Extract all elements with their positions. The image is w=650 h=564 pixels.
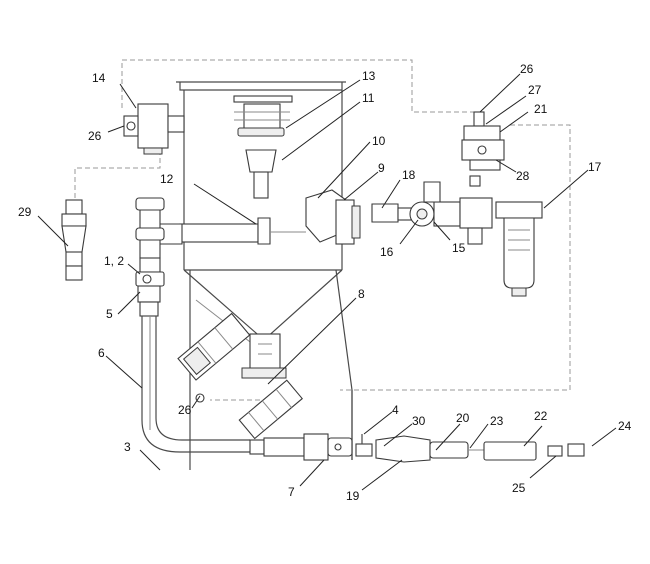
moisture-separator xyxy=(495,201,543,297)
callout-24: 24 xyxy=(618,419,632,433)
callout-20: 20 xyxy=(456,411,470,425)
regulator-assembly xyxy=(461,111,505,171)
callout-5: 5 xyxy=(106,307,113,321)
callout-9: 9 xyxy=(378,161,385,175)
callout-30: 30 xyxy=(412,414,426,428)
callout-27: 27 xyxy=(528,83,542,97)
callout-3: 3 xyxy=(124,440,131,454)
callout-22: 22 xyxy=(534,409,548,423)
callout-18: 18 xyxy=(402,168,416,182)
callout-10: 10 xyxy=(372,134,386,148)
callout-26-lower: 26 xyxy=(178,403,192,417)
callout-28: 28 xyxy=(516,169,530,183)
callout-21: 21 xyxy=(534,102,548,116)
callout-14: 14 xyxy=(92,71,106,85)
callout-1-2: 1, 2 xyxy=(104,254,124,268)
callout-19: 19 xyxy=(346,489,360,503)
callout-26-top-right: 26 xyxy=(520,62,534,76)
callout-8: 8 xyxy=(358,287,365,301)
callout-23: 23 xyxy=(490,414,504,428)
callout-26-top-left: 26 xyxy=(88,129,102,143)
inlet-pipe xyxy=(135,197,271,259)
callout-11: 11 xyxy=(362,91,375,105)
callout-17: 17 xyxy=(588,160,602,174)
pressure-device xyxy=(123,103,185,155)
callout-7: 7 xyxy=(288,485,295,499)
callout-29: 29 xyxy=(18,205,32,219)
pop-up-valve-assembly xyxy=(233,95,293,199)
dashed-air-lines xyxy=(74,59,571,401)
callout-4: 4 xyxy=(392,403,399,417)
metering-valve xyxy=(249,433,353,461)
left-piping xyxy=(135,257,250,453)
callout-15: 15 xyxy=(452,241,466,255)
callout-6: 6 xyxy=(98,346,105,360)
exhaust-assembly xyxy=(270,189,361,245)
callout-16: 16 xyxy=(380,245,394,259)
leader-lines xyxy=(37,73,617,491)
callout-13: 13 xyxy=(362,69,376,83)
callout-12: 12 xyxy=(160,172,174,186)
nozzle-assembly xyxy=(351,390,585,463)
lower-angled-assemblies xyxy=(177,312,304,440)
callout-25: 25 xyxy=(512,481,526,495)
callout-labels: 14 26 13 11 10 9 12 29 1, 2 5 6 3 8 26 4… xyxy=(18,62,632,503)
separate-fitting xyxy=(61,199,87,281)
air-control-line xyxy=(371,175,493,245)
